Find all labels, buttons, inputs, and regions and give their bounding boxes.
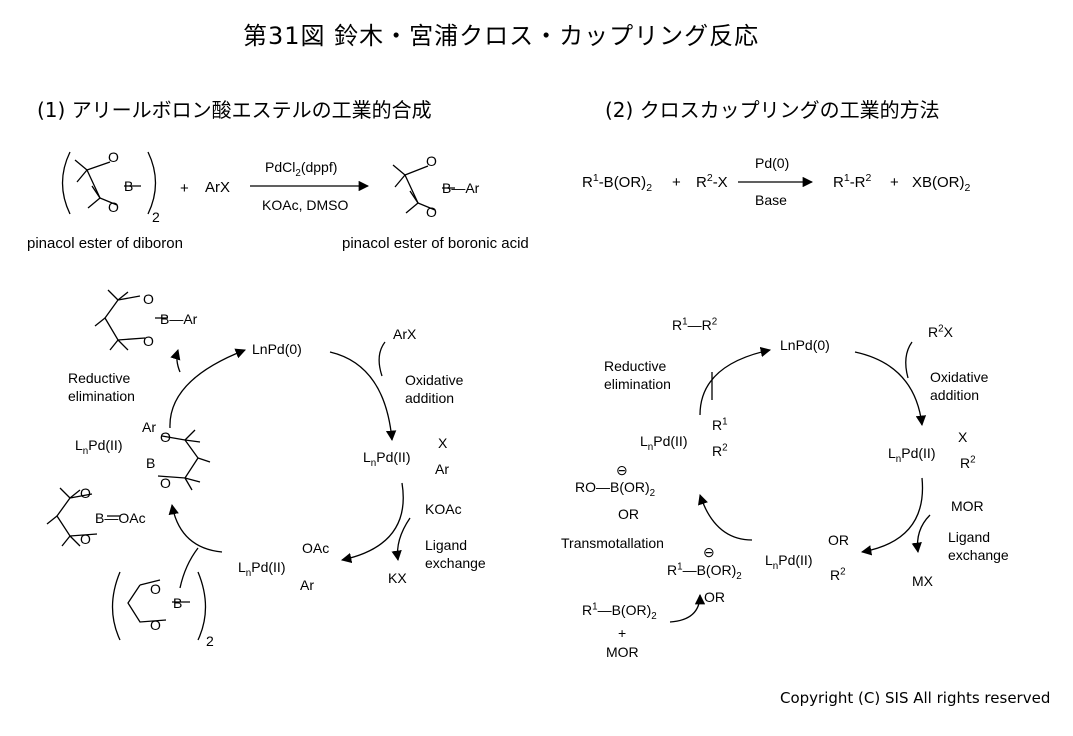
left-pd-red: LnPd(II) (75, 437, 123, 457)
diboron-structure (61, 151, 157, 215)
reactant-r2-x: R2-X (696, 172, 728, 191)
left-oxidative-label: Oxidative addition (405, 372, 464, 406)
right-x: X (958, 429, 968, 445)
right-mx: MX (912, 573, 933, 589)
copyright-notice: Copyright (C) SIS All rights reserved (780, 689, 1051, 707)
product-b-ar: B—Ar (442, 180, 480, 196)
right-r1b-reagent: R1—B(OR)2 (582, 601, 657, 622)
left-o5: O (160, 429, 171, 445)
right-product: R1—R2 (672, 316, 718, 333)
plus-2: + (890, 174, 899, 191)
right-r2-pd: R2 (712, 442, 728, 459)
right-r2-oxadd: R2 (960, 454, 976, 471)
right-reductive-label: Reductive elimination (604, 358, 671, 392)
right-transmetal-label: Transmotallation (561, 535, 664, 551)
right-r2x: R2X (928, 323, 953, 340)
left-o7: O (143, 291, 154, 307)
left-pd-oac: LnPd(II) (238, 559, 286, 579)
figure-title: 第31図 鈴木・宮浦クロス・カップリング反応 (243, 22, 760, 50)
left-o1: O (80, 485, 91, 501)
left-pd-oxadd: LnPd(II) (363, 449, 411, 469)
right-lnpd0: LnPd(0) (780, 337, 830, 353)
reactant-r1-b: R1-B(OR)2 (582, 172, 653, 194)
arx-reagent: ArX (205, 179, 231, 196)
diboron-b: B (124, 178, 134, 194)
section-1-heading: (1) アリールボロン酸エステルの工業的合成 (37, 98, 432, 122)
plus-1: + (672, 174, 681, 191)
right-mor2: MOR (606, 644, 639, 660)
left-cycle-rings (46, 289, 211, 641)
right-minus-1: ⊖ (616, 462, 628, 478)
left-ar-top: Ar (142, 419, 156, 435)
left-stoich: 2 (206, 633, 214, 649)
left-o6: O (160, 475, 171, 491)
left-o3: O (150, 581, 161, 597)
right-r1-b: R1—B(OR)2 (667, 561, 742, 582)
diboron-o-top: O (108, 149, 119, 165)
left-kx: KX (388, 570, 407, 586)
left-pd-ar: Ar (435, 461, 449, 477)
right-ligand-label: Ligand exchange (948, 529, 1009, 563)
product-o-top: O (426, 153, 437, 169)
left-cycle-arrows (168, 341, 411, 589)
diboron-stoich: 2 (152, 209, 160, 225)
pd0-label: Pd(0) (755, 155, 790, 171)
diboron-name: pinacol ester of diboron (27, 235, 183, 252)
right-or-below2: OR (704, 589, 725, 605)
left-b-ar: B—Ar (160, 311, 198, 327)
left-koac: KOAc (425, 501, 462, 517)
product-r1-r2: R1-R2 (833, 172, 872, 191)
right-mor: MOR (951, 498, 984, 514)
left-b3: B (146, 455, 156, 471)
right-r2-low: R2 (830, 566, 846, 583)
left-pd-x: X (438, 435, 448, 451)
left-o4: O (150, 617, 161, 633)
boronic-ester-structure (392, 164, 455, 214)
left-lnpd0: LnPd(0) (252, 341, 302, 357)
left-b-oac: B—OAc (95, 510, 146, 526)
right-plus: + (618, 625, 627, 641)
left-o2: O (80, 531, 91, 547)
right-ro-b: RO—B(OR)2 (575, 479, 656, 499)
plus-sign: + (180, 180, 189, 197)
right-pd-or: LnPd(II) (765, 552, 813, 572)
right-oxidative-label: Oxidative addition (930, 369, 989, 403)
section-2-heading: (2) クロスカップリングの工業的方法 (605, 98, 940, 122)
right-r1-pd: R1 (712, 416, 728, 433)
conditions-label: KOAc, DMSO (262, 197, 349, 213)
left-oac: OAc (302, 540, 330, 556)
right-pd-oxadd: LnPd(II) (888, 445, 936, 465)
left-o8: O (143, 333, 154, 349)
right-minus-2: ⊖ (703, 544, 715, 560)
right-or1: OR (828, 532, 849, 548)
left-arx: ArX (393, 326, 417, 342)
boronic-acid-name: pinacol ester of boronic acid (342, 235, 529, 252)
left-ar-bottom: Ar (300, 577, 314, 593)
left-ligand-label: Ligand exchange (425, 537, 486, 571)
product-o-bottom: O (426, 204, 437, 220)
diboron-o-bottom: O (108, 199, 119, 215)
right-or-below: OR (618, 506, 639, 522)
left-reductive-label: Reductive elimination (68, 370, 135, 404)
right-cycle-arrows (669, 341, 931, 623)
catalyst-label: PdCl2(dppf) (265, 159, 338, 179)
base-label: Base (755, 192, 787, 208)
product-xb: XB(OR)2 (912, 174, 971, 194)
right-pd-red: LnPd(II) (640, 433, 688, 453)
left-b2: B (173, 595, 183, 611)
